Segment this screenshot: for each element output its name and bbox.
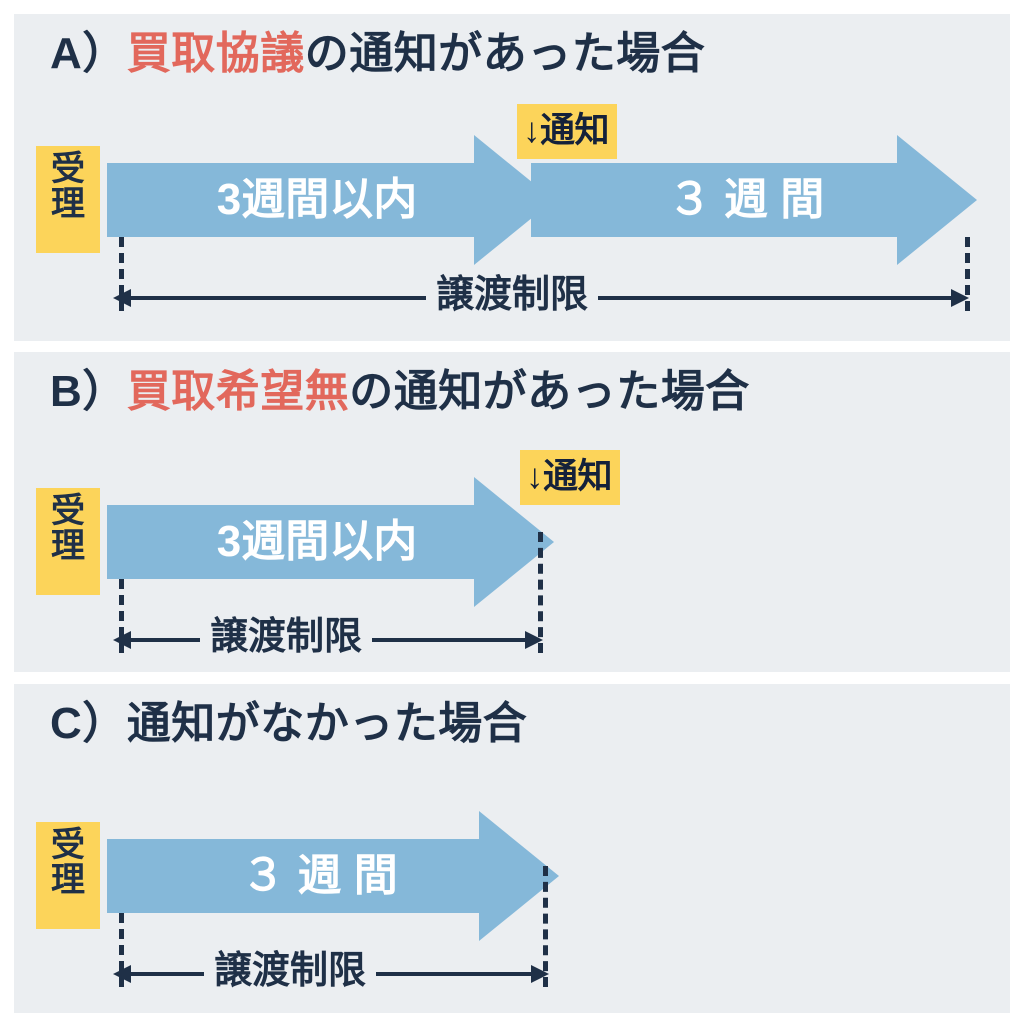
panel-a-arrow-2-label: ３ 週 間 <box>667 175 825 224</box>
panel-a-accept-tag: 受 理 <box>36 146 100 253</box>
panel-c-title-rest: 通知がなかった場合 <box>126 699 528 748</box>
panel-a-dash-start <box>119 237 124 311</box>
panel-a-notice-badge: ↓通知 <box>517 104 618 159</box>
panel-b-title-highlight: 買取希望無 <box>126 367 350 416</box>
panel-a-arrow-1-label: 3週間以内 <box>216 175 418 224</box>
case-panel-c: C）通知がなかった場合 受 理 ３ 週 間 譲渡制限 <box>14 684 1010 1013</box>
panel-b-title-rest: の通知があった場合 <box>349 367 750 416</box>
panel-b-title: B）買取希望無の通知があった場合 <box>50 370 750 414</box>
panel-b-accept-tag-line1: 受 <box>51 492 85 530</box>
panel-c-accept-tag: 受 理 <box>36 822 100 929</box>
panel-b-title-label: B） <box>50 367 127 416</box>
panel-a-accept-tag-line1: 受 <box>51 150 85 188</box>
panel-c-dimension-label: 譲渡制限 <box>204 952 377 990</box>
panel-c-dash-end <box>543 866 548 987</box>
panel-a-dash-end <box>965 237 970 311</box>
case-panel-a: A）買取協議の通知があった場合 受 理 3週間以内 ３ 週 間 ↓通知 譲渡制限 <box>14 14 1010 341</box>
case-panel-b: B）買取希望無の通知があった場合 受 理 3週間以内 ↓通知 譲渡制限 <box>14 352 1010 672</box>
panel-a-title-rest: の通知があった場合 <box>304 29 706 78</box>
panel-a-arrow-1 <box>107 135 554 265</box>
panel-b-arrow-1 <box>107 477 554 607</box>
panel-c-title-label: C） <box>50 699 127 748</box>
panel-c-accept-tag-line1: 受 <box>51 826 85 864</box>
panel-a-title-highlight: 買取協議 <box>126 29 305 78</box>
panel-b-accept-tag: 受 理 <box>36 488 100 595</box>
panel-c-arrow-1-label: ３ 週 間 <box>241 851 398 900</box>
panel-a-accept-tag-line2: 理 <box>51 185 85 224</box>
panel-b-notice-badge: ↓通知 <box>520 450 621 505</box>
panel-c-accept-tag-line2: 理 <box>51 861 85 900</box>
panel-b-accept-tag-line2: 理 <box>51 527 85 566</box>
panel-c-arrow-1 <box>107 811 559 941</box>
panel-b-arrow-1-label: 3週間以内 <box>216 517 418 566</box>
panel-a-title-label: A） <box>50 29 127 78</box>
panel-c-title: C）通知がなかった場合 <box>50 702 527 746</box>
panel-b-dimension-label: 譲渡制限 <box>200 618 373 656</box>
panel-a-title: A）買取協議の通知があった場合 <box>50 32 705 76</box>
panel-b-dash-end <box>538 532 543 653</box>
panel-b-dash-start <box>119 579 124 653</box>
panel-a-dimension-label: 譲渡制限 <box>426 276 599 314</box>
panel-a-arrow-2 <box>531 135 977 265</box>
panel-c-dash-start <box>119 913 124 987</box>
